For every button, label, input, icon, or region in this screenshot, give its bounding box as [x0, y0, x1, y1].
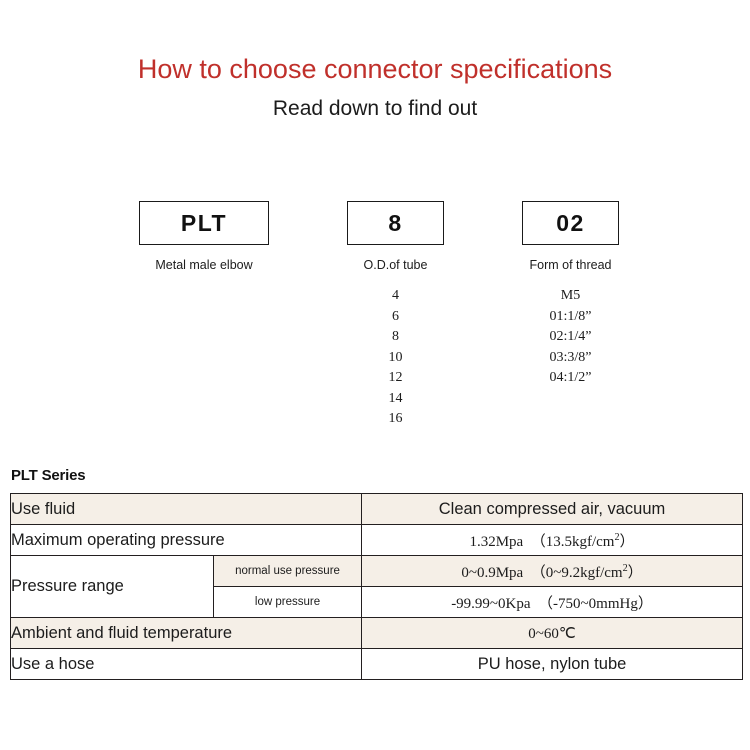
normal-use-tail: ）: [627, 564, 643, 581]
option-item: 14: [388, 390, 403, 406]
code-caption-thread-form: Form of thread: [529, 258, 612, 272]
code-options-tube-od: 4 6 8 10 12 14 16: [347, 286, 444, 430]
cell-pressure-range-label: Pressure range: [10, 555, 214, 618]
code-box-series-text: PLT: [180, 209, 228, 236]
normal-use-exponent: 2: [622, 562, 628, 574]
max-pressure-tail: ）: [619, 533, 635, 550]
code-caption-series: Metal male elbow: [155, 258, 253, 272]
code-caption-tube-od: O.D.of tube: [363, 258, 428, 272]
code-column-thread-form: 02 Form of thread M5 01:1/8” 02:1/4” 03:…: [522, 201, 619, 389]
cell-low-pressure-value: -99.99~0Kpa （-750~0mmHg）: [361, 586, 744, 618]
cell-hose-value: PU hose, nylon tube: [361, 648, 744, 680]
header-block: How to choose connector specifications R…: [0, 52, 750, 122]
table-row: Pressure range normal use pressure 0~0.9…: [10, 555, 744, 618]
code-box-thread-form: 02: [522, 201, 619, 245]
page-title: How to choose connector specifications: [137, 54, 613, 84]
cell-normal-use-value: 0~0.9Mpa （0~9.2kgf/cm2）: [361, 555, 744, 587]
cell-hose-label: Use a hose: [9, 648, 363, 680]
option-item: 4: [392, 288, 399, 303]
page-subtitle: Read down to find out: [272, 97, 478, 120]
option-item: 04:1/2”: [549, 370, 592, 385]
cell-low-pressure-label: low pressure: [212, 586, 363, 618]
code-column-tube-od: 8 O.D.of tube 4 6 8 10 12 14 16: [347, 201, 444, 430]
option-item: 12: [388, 370, 403, 385]
spec-table: Use fluid Clean compressed air, vacuum M…: [9, 493, 744, 680]
spec-table-container: Use fluid Clean compressed air, vacuum M…: [9, 493, 744, 680]
cell-use-fluid-label: Use fluid: [9, 493, 363, 525]
cell-normal-use-label: normal use pressure: [212, 555, 363, 587]
option-item: 16: [388, 411, 403, 426]
option-item: 01:1/8”: [549, 308, 592, 324]
option-item: 03:3/8”: [549, 349, 592, 365]
option-item: 6: [392, 308, 399, 324]
table-row: Maximum operating pressure 1.32Mpa （13.5…: [9, 524, 744, 556]
max-pressure-exponent: 2: [614, 531, 620, 543]
cell-max-pressure-value: 1.32Mpa （13.5kgf/cm2）: [361, 524, 744, 556]
code-options-thread-form: M5 01:1/8” 02:1/4” 03:3/8” 04:1/2”: [522, 286, 619, 389]
code-box-tube-od: 8: [347, 201, 444, 245]
table-row: Use fluid Clean compressed air, vacuum: [9, 493, 744, 525]
cell-temperature-label: Ambient and fluid temperature: [9, 617, 363, 649]
code-box-thread-form-text: 02: [556, 209, 585, 236]
series-heading: PLT Series: [11, 467, 86, 484]
code-box-series: PLT: [139, 201, 269, 245]
max-pressure-main: 1.32Mpa （13.5kgf/cm: [469, 533, 615, 550]
cell-use-fluid-value: Clean compressed air, vacuum: [361, 493, 744, 525]
option-item: 02:1/4”: [549, 329, 592, 344]
table-row: Use a hose PU hose, nylon tube: [9, 648, 744, 680]
cell-max-pressure-label: Maximum operating pressure: [9, 524, 363, 556]
option-item: 8: [392, 329, 399, 344]
code-column-series: PLT Metal male elbow: [139, 201, 269, 286]
cell-temperature-value: 0~60℃: [361, 617, 744, 649]
code-breakdown-row: PLT Metal male elbow 8 O.D.of tube 4 6 8…: [0, 201, 750, 431]
option-item: 10: [388, 349, 403, 365]
code-box-tube-od-text: 8: [388, 209, 403, 236]
normal-use-main: 0~0.9Mpa （0~9.2kgf/cm: [461, 564, 623, 581]
table-row: Ambient and fluid temperature 0~60℃: [9, 617, 744, 649]
option-item: M5: [560, 288, 581, 303]
